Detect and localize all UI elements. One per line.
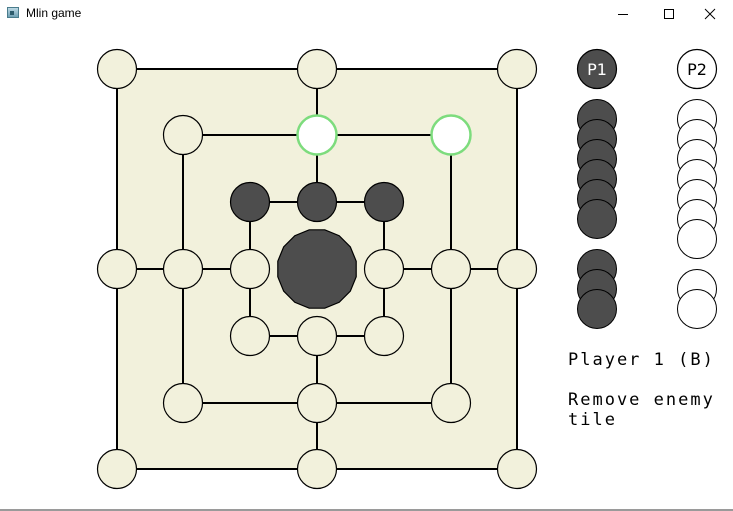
piece-trays: P1 P2 (576, 48, 718, 329)
status-message-line2: tile (568, 410, 617, 430)
maximize-button[interactable] (646, 0, 692, 27)
player1-piece-captured (577, 289, 617, 329)
board-point-d1[interactable] (296, 448, 338, 490)
window-title: Mlin game (26, 6, 82, 20)
board-point-f4[interactable] (430, 248, 472, 290)
app-window-icon (7, 7, 19, 18)
window-bottom-border (0, 509, 733, 511)
minimize-button[interactable] (600, 0, 646, 27)
player1-piece-c5[interactable] (229, 181, 271, 223)
board-point-b2[interactable] (162, 382, 204, 424)
board-point-f2[interactable] (430, 382, 472, 424)
board-point-b6[interactable] (162, 114, 204, 156)
board-point-a4[interactable] (96, 248, 138, 290)
maximize-icon (664, 8, 674, 19)
board-point-a7[interactable] (96, 48, 138, 90)
title-bar[interactable]: Mlin game (0, 0, 733, 27)
player2-badge (676, 48, 718, 90)
board-point-d7[interactable] (296, 48, 338, 90)
board-points (96, 48, 538, 490)
player1-piece-d5[interactable] (296, 181, 338, 223)
player2-label: P2 (687, 60, 707, 79)
board-point-d3[interactable] (296, 315, 338, 357)
highlighted-point-d6[interactable] (296, 114, 338, 156)
board-point-g1[interactable] (496, 448, 538, 490)
player2-piece-in-hand (677, 219, 717, 259)
board-point-e4[interactable] (363, 248, 405, 290)
board-point-c3[interactable] (229, 315, 271, 357)
board-point-a1[interactable] (96, 448, 138, 490)
board-point-b4[interactable] (162, 248, 204, 290)
player1-label: P1 (587, 60, 607, 79)
player1-piece-in-hand (577, 199, 617, 239)
player1-piece-e5[interactable] (363, 181, 405, 223)
board-point-g7[interactable] (496, 48, 538, 90)
minimize-icon (618, 13, 628, 15)
board-point-e3[interactable] (363, 315, 405, 357)
close-icon (704, 8, 716, 19)
status-message-line1: Remove enemy (568, 390, 715, 410)
current-player-indicator (277, 229, 357, 309)
board-point-c4[interactable] (229, 248, 271, 290)
player2-piece-captured (677, 289, 717, 329)
current-player-label: Player 1 (B) (568, 350, 715, 370)
close-button[interactable] (687, 0, 733, 27)
player1-badge (576, 48, 618, 90)
board-point-g4[interactable] (496, 248, 538, 290)
highlighted-point-f6[interactable] (430, 114, 472, 156)
board-point-d2[interactable] (296, 382, 338, 424)
